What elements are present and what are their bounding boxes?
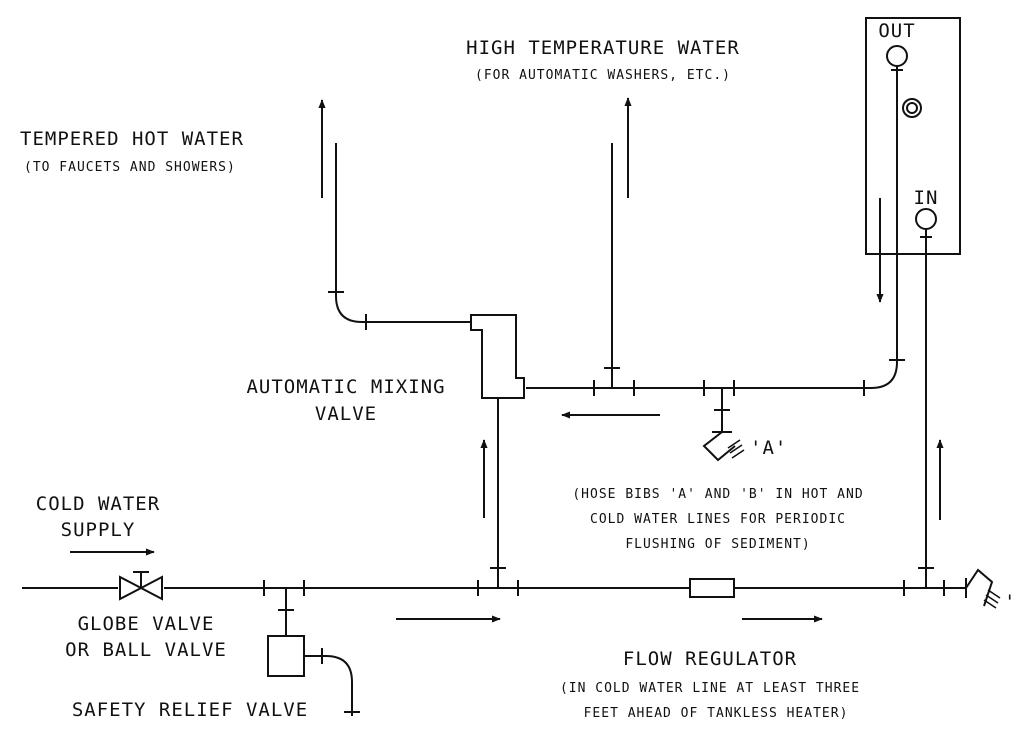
high-temp-subtitle: (FOR AUTOMATIC WASHERS, ETC.) xyxy=(475,68,731,83)
hot-water-line xyxy=(526,66,905,419)
high-temp-branch xyxy=(604,97,632,388)
tankless-heater xyxy=(865,17,961,303)
hose-note-3: FLUSHING OF SEDIMENT) xyxy=(625,537,810,552)
globe-valve-label-1: GLOBE VALVE xyxy=(78,613,215,635)
labels: HIGH TEMPERATURE WATER (FOR AUTOMATIC WA… xyxy=(20,20,1016,721)
hose-bib-b xyxy=(965,568,1001,609)
safety-relief-valve xyxy=(267,588,360,716)
cold-to-heater xyxy=(918,229,944,588)
cold-supply-label-1: COLD WATER xyxy=(36,493,160,515)
cold-supply-label-2: SUPPLY xyxy=(61,519,136,541)
hose-bib-b-label: 'B' xyxy=(1004,591,1016,613)
cold-water-main xyxy=(22,548,966,623)
globe-valve xyxy=(119,571,163,601)
hose-note-2: COLD WATER LINES FOR PERIODIC xyxy=(590,512,846,527)
globe-valve-label-2: OR BALL VALVE xyxy=(65,639,227,661)
heater-out-port xyxy=(886,45,908,67)
cold-to-mixer xyxy=(480,398,506,588)
mixing-valve-label-1: AUTOMATIC MIXING xyxy=(246,376,445,398)
mixing-valve-label-2: VALVE xyxy=(315,403,377,425)
high-temp-title: HIGH TEMPERATURE WATER xyxy=(466,37,740,59)
flow-regulator xyxy=(689,578,735,598)
heater-in-port xyxy=(915,208,937,230)
hose-note-1: (HOSE BIBS 'A' AND 'B' IN HOT AND xyxy=(572,487,863,502)
tempered-subtitle: (TO FAUCETS AND SHOWERS) xyxy=(24,160,236,175)
hose-bib-a xyxy=(702,388,745,462)
heater-box xyxy=(865,17,961,255)
flow-regulator-note-2: FEET AHEAD OF TANKLESS HEATER) xyxy=(584,706,849,721)
tempered-title: TEMPERED HOT WATER xyxy=(20,128,244,150)
safety-relief-label: SAFETY RELIEF VALVE xyxy=(72,699,308,721)
flow-regulator-title: FLOW REGULATOR xyxy=(623,648,797,670)
automatic-mixing-valve xyxy=(470,314,525,399)
tempered-branch xyxy=(318,99,471,330)
heater-out-label: OUT xyxy=(878,20,915,42)
heater-coil-icon xyxy=(902,98,922,118)
hose-bib-a-label: 'A' xyxy=(750,437,787,459)
heater-in-label: IN xyxy=(914,187,939,209)
flow-regulator-note-1: (IN COLD WATER LINE AT LEAST THREE xyxy=(560,681,860,696)
